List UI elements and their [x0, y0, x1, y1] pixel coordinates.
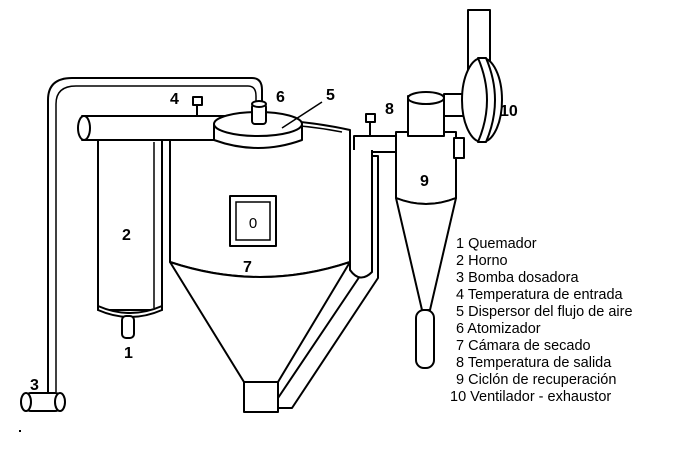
recovery-cyclone: [395, 91, 465, 369]
feed-line: [47, 77, 263, 396]
duct-column: [349, 150, 373, 279]
callout-10: 10: [500, 103, 518, 120]
callout-2: 2: [122, 227, 131, 244]
callout-4: 4: [170, 91, 179, 108]
callout-8: 8: [385, 101, 394, 118]
callout-5: 5: [326, 87, 335, 104]
dosing-pump: [20, 392, 66, 412]
hot-air-duct: [81, 115, 229, 141]
window-label: 0: [249, 215, 257, 232]
legend-item-8: 8 Temperatura de salida: [456, 355, 612, 371]
legend-item-7: 7 Cámara de secado: [456, 338, 591, 354]
feed-line-inner: [55, 85, 257, 392]
callout-1: 1: [124, 345, 133, 362]
exhaust-fan: [461, 9, 503, 143]
burner: [121, 315, 135, 339]
duct-end: [77, 115, 91, 141]
legend-item-2: 2 Horno: [456, 253, 508, 269]
legend-item-10: 10 Ventilador - exhaustor: [450, 389, 611, 405]
callout-6: 6: [276, 89, 285, 106]
inspection-window: [229, 195, 277, 247]
inlet-temperature-sensor: [192, 96, 203, 116]
outlet-temperature-sensor: [365, 113, 376, 136]
legend-item-1: 1 Quemador: [456, 236, 537, 252]
drying-chamber: [169, 119, 351, 413]
legend-item-3: 3 Bomba dosadora: [456, 270, 579, 286]
atomizer: [251, 100, 267, 125]
callout-9: 9: [420, 173, 429, 190]
oven: [97, 139, 163, 318]
legend-item-4: 4 Temperatura de entrada: [456, 287, 624, 303]
callout-5-leader: [281, 101, 323, 129]
stray-mark: [19, 430, 21, 432]
legend-item-6: 6 Atomizador: [456, 321, 541, 337]
outlet-duct-top: [353, 135, 401, 153]
legend-item-5: 5 Dispersor del flujo de aire: [456, 304, 633, 320]
callout-3: 3: [30, 377, 39, 394]
legend: 1 Quemador 2 Horno 3 Bomba dosadora 4 Te…: [450, 236, 633, 405]
callout-7: 7: [243, 259, 252, 276]
legend-item-9: 9 Ciclón de recuperación: [456, 372, 616, 388]
